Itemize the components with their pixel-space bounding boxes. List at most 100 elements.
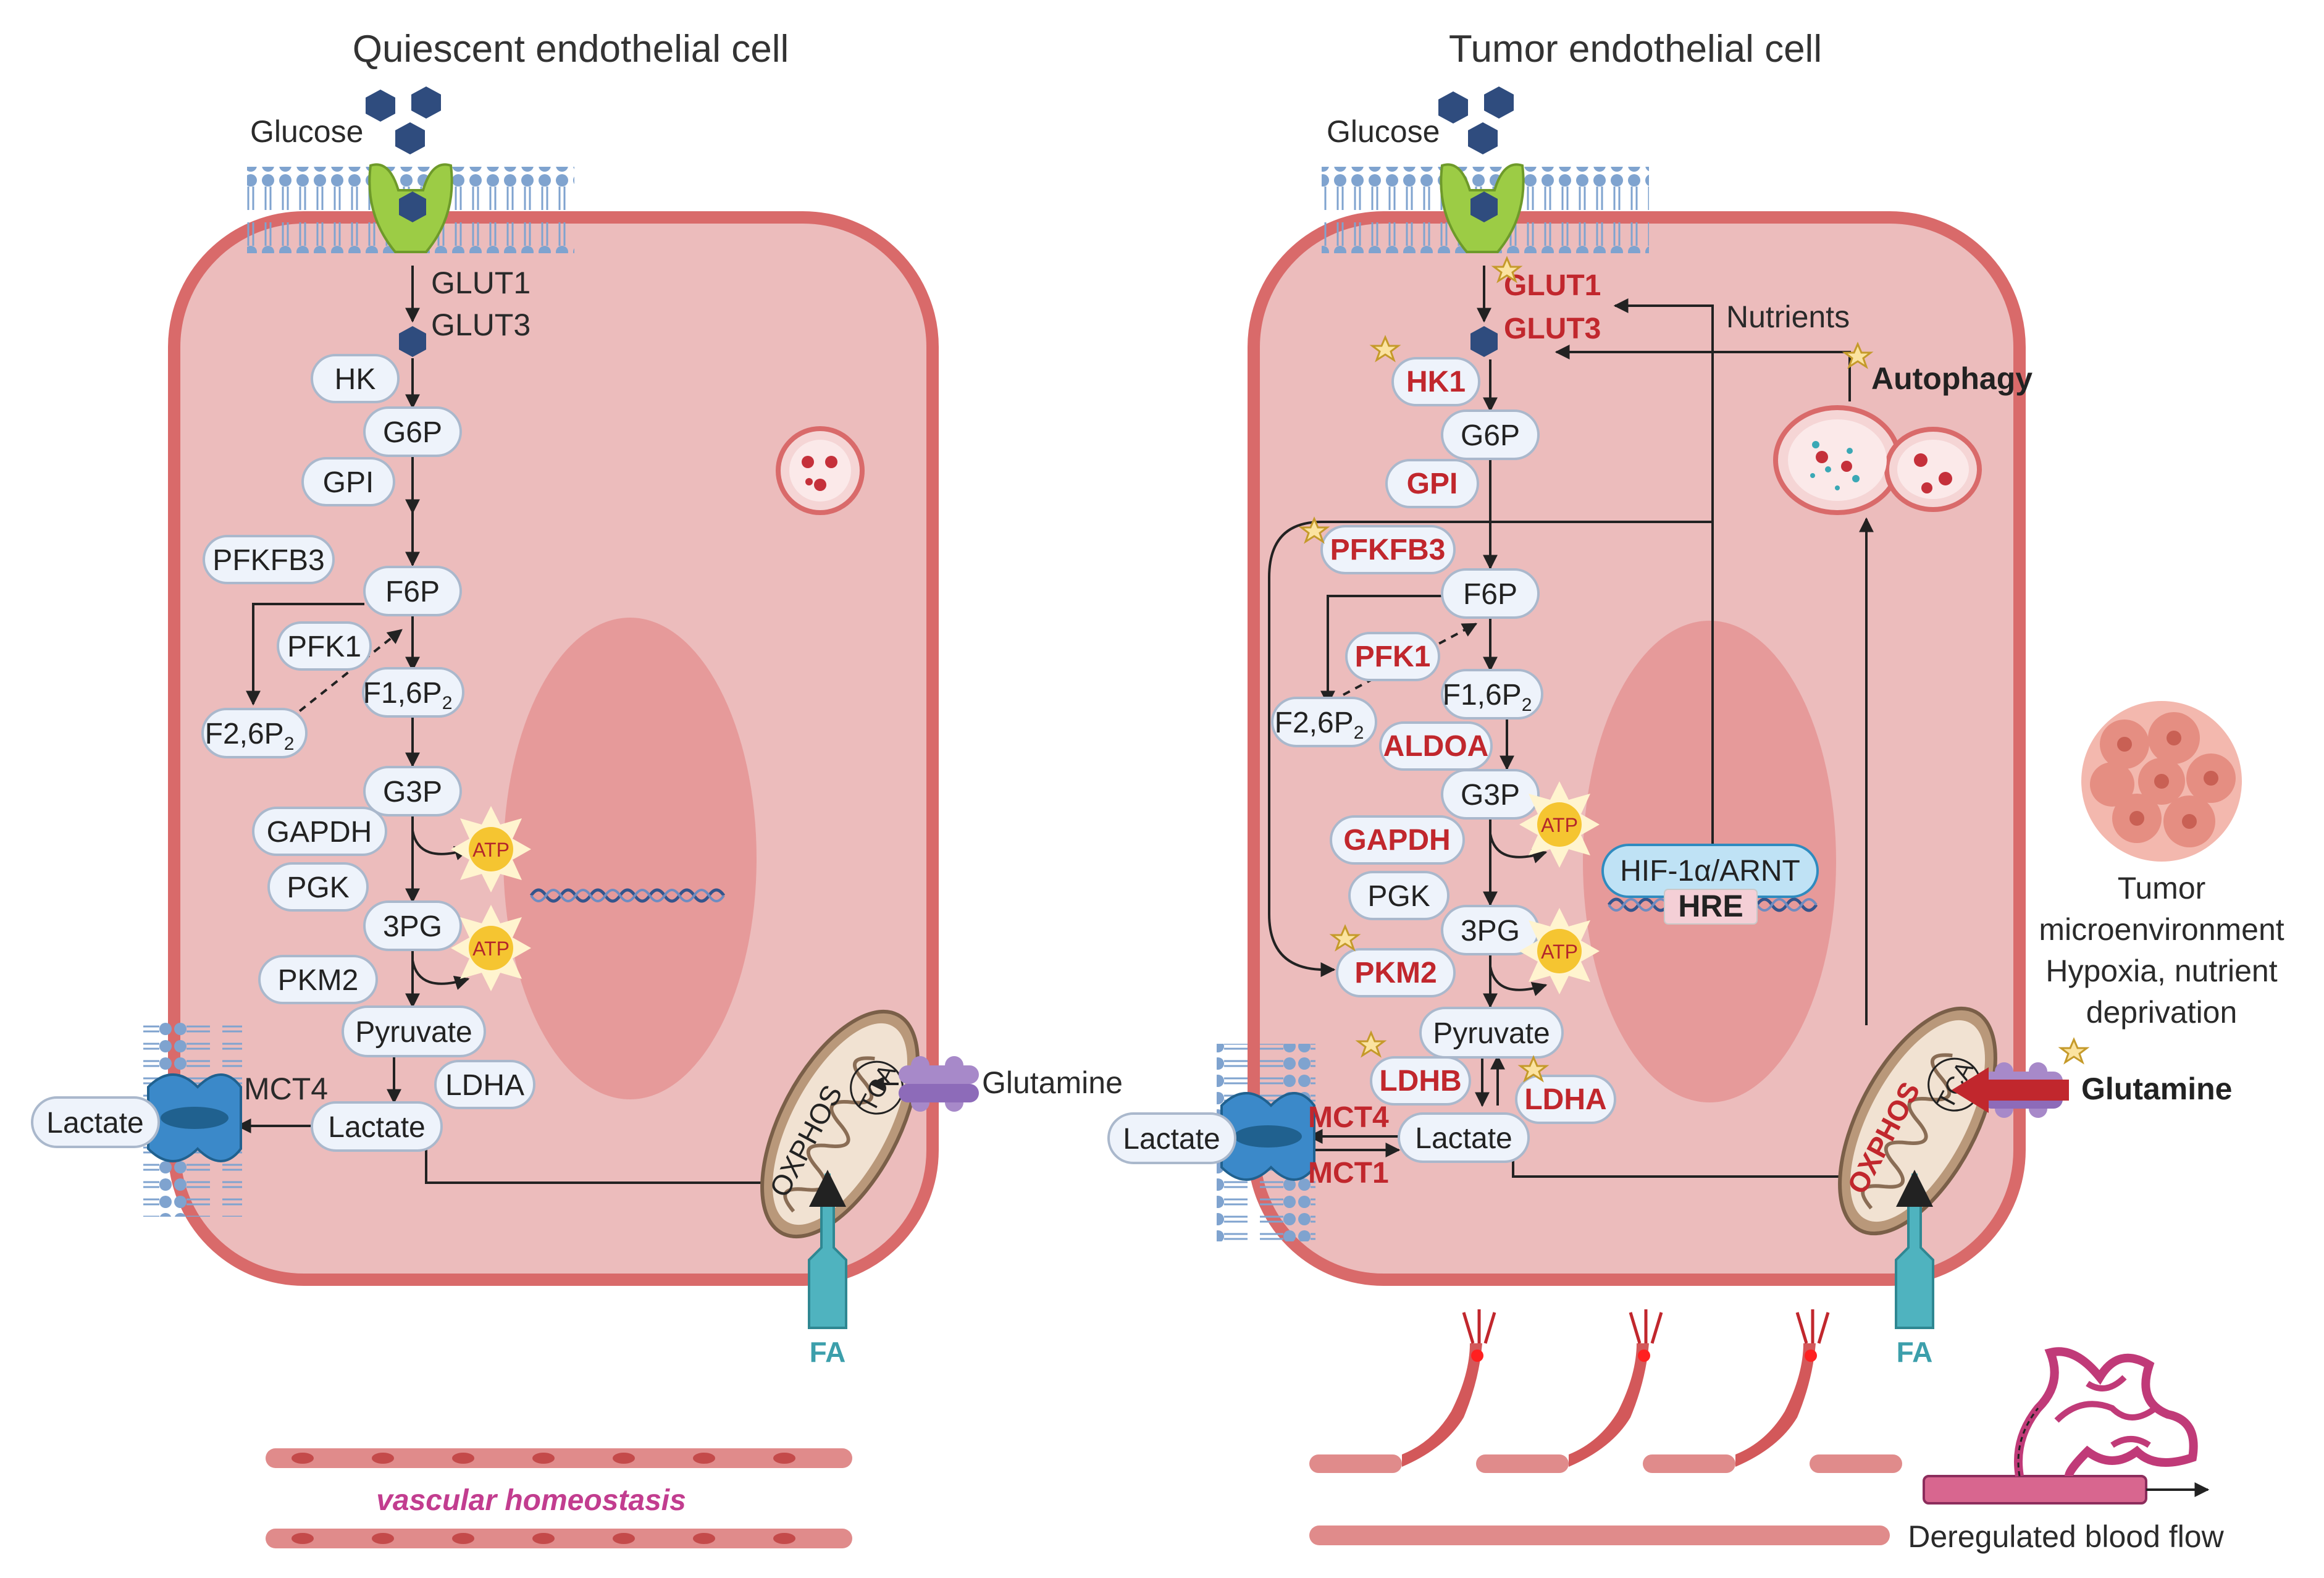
svg-text:G3P: G3P [383, 776, 442, 808]
pill-f6p: F6P [363, 566, 462, 616]
tumor-caption: Deregulated blood flow [1908, 1519, 2224, 1554]
tumor-pill-ldhb: LDHB [1370, 1056, 1471, 1106]
pill-pyruvate: Pyruvate [342, 1005, 486, 1057]
atp-burst-2: ATP [451, 905, 531, 991]
tumor-mitochondrion-icon: OXPHOS TCA [1838, 1006, 1997, 1236]
star-icon [1517, 1055, 1550, 1083]
tumor-mct4-label: MCT4 [1308, 1101, 1389, 1134]
pill-f16p2: F1,6P2 [362, 667, 464, 718]
tumor-glutamine-arrow [1952, 1067, 2069, 1113]
tumor-upregulation-stars [1298, 256, 2090, 1083]
tumor-glut1-label: GLUT1 [1504, 269, 1601, 302]
tumor-pill-f26p2: F2,6P2 [1271, 697, 1377, 747]
tme-line-1: Tumor [2118, 871, 2206, 905]
star-icon [1369, 335, 1401, 363]
star-icon [1355, 1030, 1387, 1058]
svg-text:ATP: ATP [472, 938, 510, 960]
svg-text:F6P: F6P [385, 576, 440, 608]
svg-text:GAPDH: GAPDH [267, 816, 372, 849]
tumor-pill-hk1: HK1 [1391, 357, 1480, 406]
tumor-pill-pkm2: PKM2 [1336, 948, 1456, 997]
quiescent-intracellular-glucose-icon [399, 326, 426, 357]
tumor-atp-arrow-1 [1489, 833, 1548, 863]
svg-text:LDHA: LDHA [1524, 1083, 1606, 1116]
quiescent-caption: vascular homeostasis [376, 1484, 686, 1517]
svg-text:HIF-1α/ARNT: HIF-1α/ARNT [1620, 855, 1800, 888]
quiescent-mct4-label: MCT4 [244, 1072, 328, 1106]
quiescent-vesicle-icon [776, 426, 865, 515]
svg-text:PFK1: PFK1 [1355, 640, 1431, 673]
tme-line-2: microenvironment [2039, 912, 2284, 947]
quiescent-glutamine-label: Glutamine [982, 1065, 1123, 1100]
tumor-nutrients-label: Nutrients [1726, 300, 1850, 334]
tumor-pill-aldoa: ALDOA [1379, 721, 1493, 771]
tumor-fa-label: FA [1897, 1336, 1933, 1368]
svg-text:PFK1: PFK1 [287, 631, 361, 663]
tumor-intracellular-glucose-icon [1470, 326, 1498, 357]
deregulated-vessel-icon [1923, 1347, 2210, 1505]
pill-3pg: 3PG [363, 900, 462, 951]
svg-text:ALDOA: ALDOA [1383, 730, 1489, 763]
svg-text:Lactate: Lactate [1415, 1122, 1512, 1155]
svg-text:ATP: ATP [1541, 814, 1578, 836]
tumor-pill-gapdh: GAPDH [1330, 815, 1465, 865]
svg-text:Lactate: Lactate [328, 1111, 425, 1144]
pill-f26p2: F2,6P2 [201, 708, 308, 758]
tumor-autophagy-label: Autophagy [1871, 361, 2032, 396]
pill-ldha: LDHA [434, 1060, 535, 1109]
pill-pgk: PGK [267, 862, 369, 912]
svg-text:F6P: F6P [1463, 578, 1517, 611]
quiescent-fa-transporter-icon [808, 1170, 847, 1329]
svg-text:Lactate: Lactate [1123, 1123, 1220, 1156]
quiescent-mitochondrion-icon: OXPHOS TCA [760, 1009, 920, 1239]
tumor-pill-gpi: GPI [1385, 459, 1479, 508]
svg-text:GPI: GPI [1407, 468, 1458, 500]
quiescent-f6p-f26p-arrow [246, 603, 364, 706]
quiescent-dna-icon [529, 888, 726, 903]
tumor-hre-element: HRE [1664, 889, 1758, 925]
tumor-autophagosome-icon [1773, 405, 1982, 515]
pill-pkm2: PKM2 [258, 955, 378, 1004]
tumor-glucose-icon [1438, 86, 1514, 154]
atp-burst-1: ATP [451, 806, 531, 892]
tumor-pill-f16p2: F1,6P2 [1441, 669, 1543, 720]
tumor-pill-pfk1: PFK1 [1345, 632, 1440, 681]
svg-text:F2,6P2: F2,6P2 [1275, 707, 1364, 743]
svg-text:Lactate: Lactate [46, 1107, 143, 1139]
quiescent-vessel-cells [266, 1448, 852, 1548]
svg-text:G6P: G6P [383, 416, 442, 449]
tumor-pill-lactate-out: Lactate [1107, 1112, 1236, 1164]
quiescent-glut1-label: GLUT1 [431, 266, 531, 300]
star-icon [2058, 1037, 2090, 1065]
svg-text:3PG: 3PG [1461, 915, 1520, 947]
star-icon [1491, 256, 1523, 283]
tumor-pill-3pg: 3PG [1441, 905, 1540, 955]
svg-text:G6P: G6P [1461, 419, 1520, 452]
tumor-hif-complex: HIF-1α/ARNT [1601, 844, 1819, 898]
quiescent-glut3-label: GLUT3 [431, 308, 531, 342]
svg-text:LDHA: LDHA [445, 1069, 524, 1102]
tumor-pill-g3p: G3P [1441, 769, 1540, 820]
tme-line-4: deprivation [2086, 995, 2238, 1030]
tumor-mct1-label: MCT1 [1308, 1157, 1389, 1190]
tumor-glucose-label: Glucose [1327, 114, 1440, 149]
quiescent-f26p-activation-arrow [288, 629, 403, 721]
pill-pfk1: PFK1 [277, 621, 372, 671]
star-icon [1842, 342, 1874, 369]
tumor-fa-transporter-icon [1895, 1170, 1934, 1329]
quiescent-lactate-mito-arrow [425, 1146, 842, 1190]
tumor-pill-ldha: LDHA [1515, 1075, 1616, 1124]
star-icon [1329, 924, 1361, 952]
svg-text:PGK: PGK [1367, 880, 1430, 913]
pill-gapdh: GAPDH [252, 807, 387, 856]
svg-text:HRE: HRE [1678, 889, 1743, 923]
quiescent-dna-strand-icon [530, 889, 725, 902]
tumor-panel: Tumor endothelial cell Glucose GLUT1 GLU… [1107, 28, 2284, 1554]
svg-text:LDHB: LDHB [1379, 1065, 1461, 1097]
quiescent-atp-arrow-2 [411, 960, 470, 990]
svg-text:HK: HK [335, 363, 376, 396]
svg-text:F1,6P2: F1,6P2 [1443, 679, 1532, 715]
svg-text:HK1: HK1 [1406, 366, 1466, 398]
tumor-vessel-cells [1309, 1309, 1902, 1545]
tumor-hif-glycolysis-arrow [1268, 521, 1713, 977]
